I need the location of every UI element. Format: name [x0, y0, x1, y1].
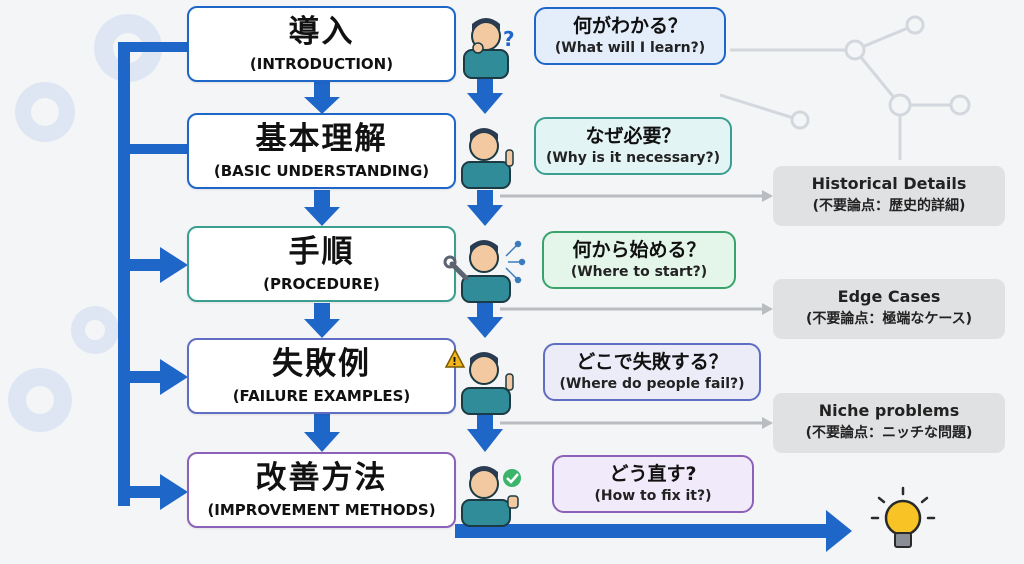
- question-en: (How to fix it?): [594, 488, 712, 504]
- question-bubble-why-necessary: なぜ必要？ (Why is it necessary?): [534, 117, 732, 175]
- pointing-hand-icon: [505, 373, 514, 391]
- person-icon: [463, 18, 509, 79]
- question-en: (Why is it necessary?): [545, 150, 721, 166]
- unneeded-subtitle: (不要論点：極端なケース): [805, 311, 973, 327]
- unneeded-niche-problems: Niche problems (不要論点：ニッチな問題): [773, 393, 1005, 453]
- question-bubble-where-start: 何から始める？ (Where to start?): [542, 231, 736, 289]
- gear-icon: [15, 82, 75, 142]
- lightbulb-icon: [870, 486, 936, 548]
- step-title: 改善方法: [255, 460, 388, 496]
- question-mark-icon: ?: [503, 27, 515, 51]
- warning-icon: !: [444, 348, 466, 368]
- question-jp: 何がわかる？: [572, 15, 687, 37]
- unneeded-title: Niche problems: [818, 401, 960, 420]
- gear-icon: [8, 368, 72, 432]
- step-subtitle: (PROCEDURE): [263, 275, 380, 293]
- pointing-hand-icon: [505, 149, 514, 167]
- unneeded-subtitle: (不要論点：ニッチな問題): [805, 425, 973, 441]
- step-procedure: 手順 (PROCEDURE): [187, 226, 456, 302]
- question-en: (Where to start?): [570, 264, 708, 280]
- unneeded-edge-cases: Edge Cases (不要論点：極端なケース): [773, 279, 1005, 339]
- left-trunk-line: [118, 42, 130, 506]
- step-title: 基本理解: [255, 121, 388, 157]
- person-icon: [461, 466, 519, 527]
- branch-arrow-procedure: [160, 247, 188, 283]
- question-en: (What will I learn?): [554, 40, 706, 56]
- unneeded-title: Edge Cases: [837, 287, 941, 306]
- final-arrow-head: [826, 510, 852, 552]
- warning-mark: !: [452, 355, 457, 368]
- step-improvement-methods: 改善方法 (IMPROVEMENT METHODS): [187, 452, 456, 528]
- step-subtitle: (IMPROVEMENT METHODS): [207, 501, 436, 519]
- step-subtitle: (BASIC UNDERSTANDING): [213, 162, 430, 180]
- person-icon: [461, 352, 514, 415]
- step-title: 導入: [288, 14, 355, 50]
- question-jp: なぜ必要？: [585, 125, 681, 147]
- question-jp: 何から始める？: [572, 239, 706, 261]
- step-title: 失敗例: [272, 346, 371, 382]
- step-introduction: 導入 (INTRODUCTION): [187, 6, 456, 82]
- step-title: 手順: [288, 234, 355, 270]
- final-arrow-line: [455, 524, 830, 538]
- step-basic-understanding: 基本理解 (BASIC UNDERSTANDING): [187, 113, 456, 189]
- unneeded-subtitle: (不要論点：歴史的詳細): [812, 198, 966, 214]
- person-icon: [443, 240, 526, 303]
- question-bubble-what-learn: 何がわかる？ (What will I learn?): [534, 7, 726, 65]
- branch-arrow-failure: [160, 359, 188, 395]
- person-icon: [461, 128, 514, 189]
- question-bubble-where-fail: どこで失敗する？ (Where do people fail?): [543, 343, 761, 401]
- gear-icon: [71, 306, 119, 354]
- unneeded-historical-details: Historical Details (不要論点：歴史的詳細): [773, 166, 1005, 226]
- branch-arrow-improvement: [160, 474, 188, 510]
- check-icon: [503, 469, 521, 487]
- network-node-icon: [719, 15, 971, 160]
- question-jp: どこで失敗する？: [576, 351, 728, 373]
- unneeded-title: Historical Details: [811, 174, 967, 193]
- question-bubble-how-fix: どう直す? (How to fix it?): [552, 455, 754, 513]
- step-subtitle: (FAILURE EXAMPLES): [232, 387, 411, 405]
- question-en: (Where do people fail?): [559, 376, 745, 392]
- question-jp: どう直す?: [609, 463, 697, 485]
- step-subtitle: (INTRODUCTION): [249, 55, 394, 73]
- step-failure-examples: 失敗例 (FAILURE EXAMPLES): [187, 338, 456, 414]
